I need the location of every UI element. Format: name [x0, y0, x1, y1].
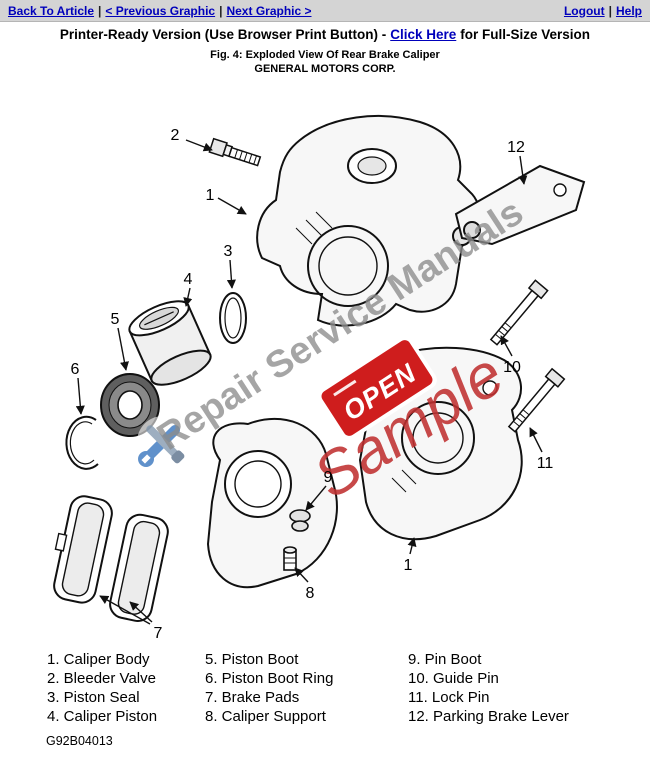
piston-boot-drawing	[100, 373, 160, 437]
fullsize-text: for Full-Size Version	[460, 27, 591, 42]
click-here-link[interactable]: Click Here	[390, 27, 457, 42]
callout-7: 7	[154, 625, 163, 642]
callout-1-top: 1	[206, 187, 215, 204]
legend-item-1: 1. Caliper Body	[47, 651, 150, 668]
callout-3: 3	[224, 243, 233, 260]
separator: |	[219, 3, 223, 18]
separator: |	[608, 3, 612, 18]
legend-item-12: 12. Parking Brake Lever	[408, 708, 569, 725]
tools-watermark-icon	[137, 416, 189, 468]
back-to-article-link[interactable]: Back To Article	[8, 3, 95, 18]
callout-2: 2	[171, 127, 180, 144]
legend-item-5: 5. Piston Boot	[205, 651, 299, 668]
callout-numbers: 2 1 12 3 4 5 6 10 11 9 8 1 7	[71, 127, 554, 642]
printer-ready-line: Printer-Ready Version (Use Browser Print…	[0, 27, 650, 42]
callout-1-bottom: 1	[404, 557, 413, 574]
callout-8: 8	[306, 585, 315, 602]
caliper-piston-drawing	[128, 300, 212, 386]
callout-12: 12	[507, 139, 525, 156]
callout-6: 6	[71, 361, 80, 378]
leader-lines	[75, 139, 543, 625]
nav-left: Back To Article|< Previous Graphic|Next …	[8, 4, 312, 18]
help-link[interactable]: Help	[615, 3, 642, 18]
guide-pin-drawing	[489, 279, 549, 346]
legend-item-9: 9. Pin Boot	[408, 651, 482, 668]
brake-pads-drawing	[53, 495, 169, 622]
caliper-body-drawing	[256, 115, 481, 327]
callout-11: 11	[537, 455, 554, 472]
nav-right: Logout|Help	[564, 4, 642, 18]
caliper-support-drawing	[206, 417, 338, 589]
legend-column-1: 1. Caliper Body 2. Bleeder Valve 3. Pist…	[47, 650, 157, 726]
pin-boot-drawing	[289, 509, 311, 532]
top-navigation-bar: Back To Article|< Previous Graphic|Next …	[0, 0, 650, 22]
legend-item-8: 8. Caliper Support	[205, 708, 326, 725]
figure-caption: Fig. 4: Exploded View Of Rear Brake Cali…	[210, 49, 440, 61]
bleeder-valve-drawing	[208, 137, 262, 167]
company-name: GENERAL MOTORS CORP.	[254, 63, 396, 75]
legend-item-10: 10. Guide Pin	[408, 670, 499, 687]
legend-column-2: 5. Piston Boot 6. Piston Boot Ring 7. Br…	[205, 650, 333, 726]
callout-9: 9	[324, 469, 333, 486]
next-graphic-link[interactable]: Next Graphic >	[226, 3, 312, 18]
logout-link[interactable]: Logout	[563, 3, 605, 18]
separator: |	[98, 3, 102, 18]
legend-item-7: 7. Brake Pads	[205, 689, 300, 706]
callout-5: 5	[111, 311, 120, 328]
previous-graphic-link[interactable]: < Previous Graphic	[105, 3, 216, 18]
legend-column-3: 9. Pin Boot 10. Guide Pin 11. Lock Pin 1…	[408, 650, 569, 726]
legend-item-4: 4. Caliper Piston	[47, 708, 158, 725]
legend-item-6: 6. Piston Boot Ring	[205, 670, 334, 687]
diagram-area: Repair Service Manuals OPEN Sample	[0, 88, 650, 646]
printer-ready-text: Printer-Ready Version (Use Browser Print…	[59, 27, 387, 42]
callout-4: 4	[184, 271, 193, 288]
exploded-diagram: Repair Service Manuals OPEN Sample	[53, 115, 586, 642]
legend-item-2: 2. Bleeder Valve	[47, 670, 156, 687]
piston-seal-drawing	[219, 292, 247, 344]
lock-pin-drawing	[507, 367, 566, 433]
legend-item-3: 3. Piston Seal	[47, 689, 140, 706]
legend-item-11: 11. Lock Pin	[408, 689, 490, 706]
piston-boot-ring-drawing	[65, 415, 99, 470]
support-stud-drawing	[283, 546, 297, 571]
parking-brake-lever-drawing	[454, 164, 586, 246]
figure-code: G92B04013	[46, 734, 113, 748]
callout-10: 10	[503, 359, 521, 376]
